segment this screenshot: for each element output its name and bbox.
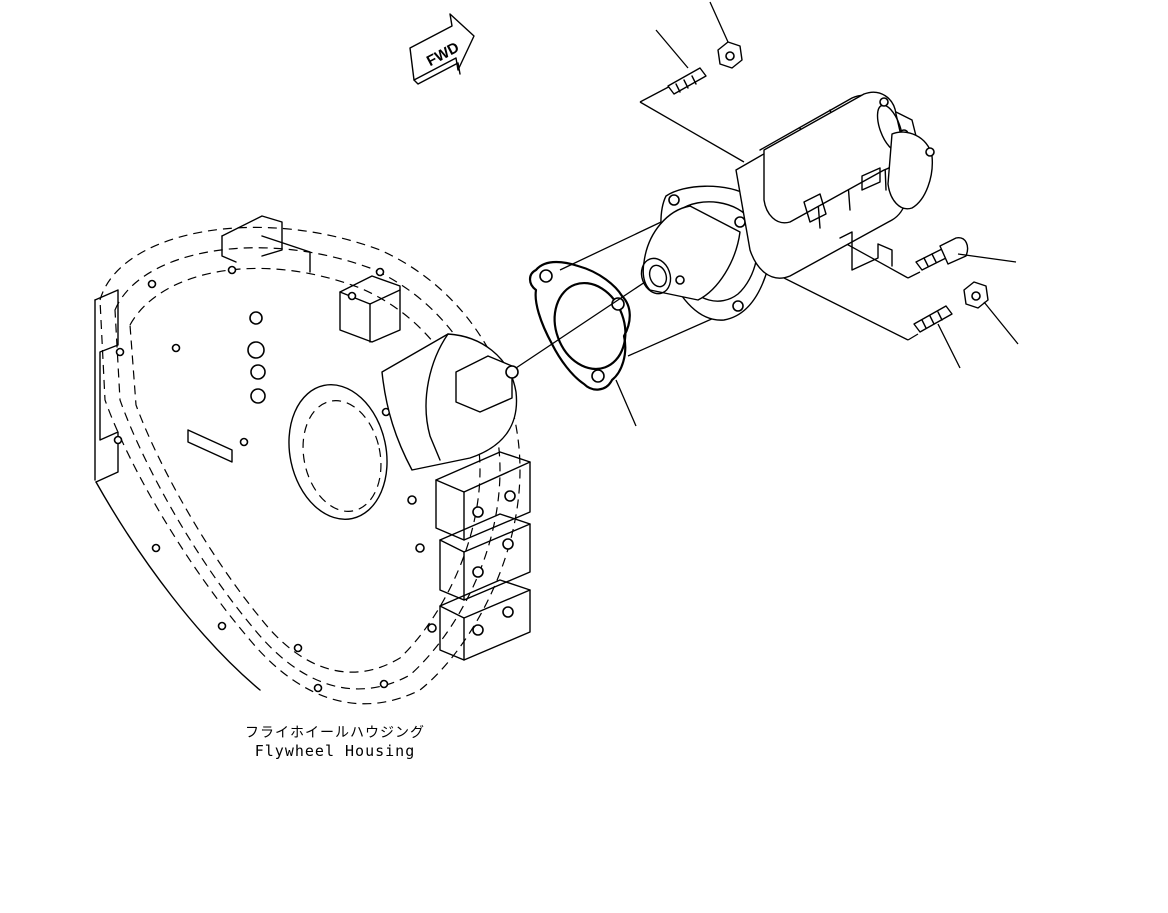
caption-english: Flywheel Housing — [254, 742, 416, 760]
caption-japanese: フライホイールハウジング — [245, 725, 425, 741]
stud-right — [913, 305, 953, 333]
starter-motor — [640, 91, 935, 321]
nut-right — [963, 281, 989, 309]
starter-gasket — [528, 260, 631, 391]
leader-lines — [615, 1, 1019, 427]
stud-top — [667, 67, 707, 95]
flange-bolt-right — [915, 237, 969, 271]
nut-top — [717, 41, 743, 69]
flywheel-housing — [94, 215, 531, 705]
assembly-lines — [515, 81, 921, 369]
fwd-direction-arrow — [409, 13, 475, 85]
